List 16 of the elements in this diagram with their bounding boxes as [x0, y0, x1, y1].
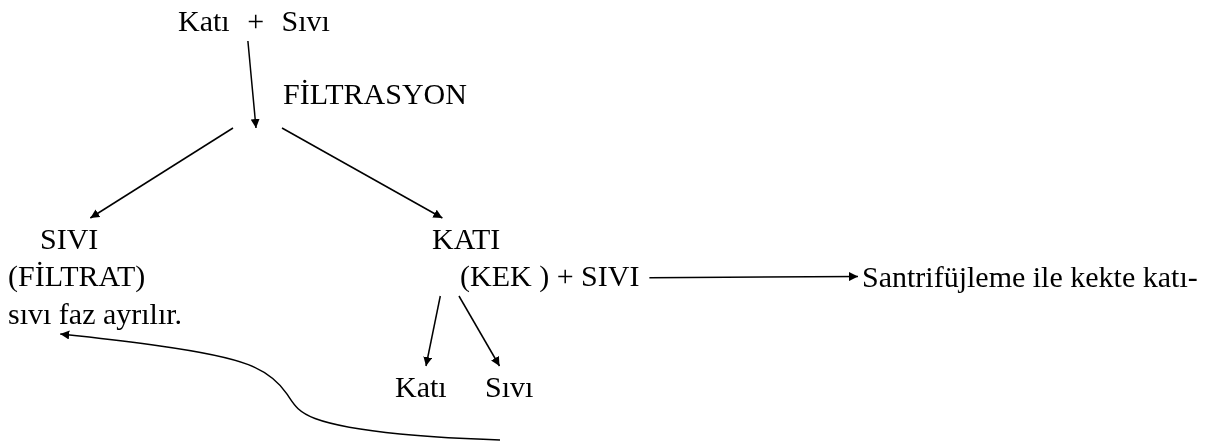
product-label: SIVI [40, 221, 100, 257]
arrow [423, 295, 442, 367]
product-label: (FİLTRAT) [8, 258, 146, 294]
product-label: Katı [395, 369, 447, 405]
arrow [648, 272, 859, 282]
arrow [89, 127, 234, 219]
process-note: sıvı faz ayrılır. [8, 296, 183, 332]
product-label: (KEK ) + SIVI [460, 258, 640, 294]
process-note: Santrifüjleme ile kekte katı- [862, 259, 1198, 295]
arrow [458, 295, 501, 367]
arrow [247, 40, 260, 129]
arrow [281, 127, 444, 219]
curved-arrow [59, 330, 501, 441]
reactant-text: Katı + Sıvı [178, 3, 330, 39]
product-label: Sıvı [485, 369, 534, 405]
product-label: KATI [432, 221, 502, 257]
